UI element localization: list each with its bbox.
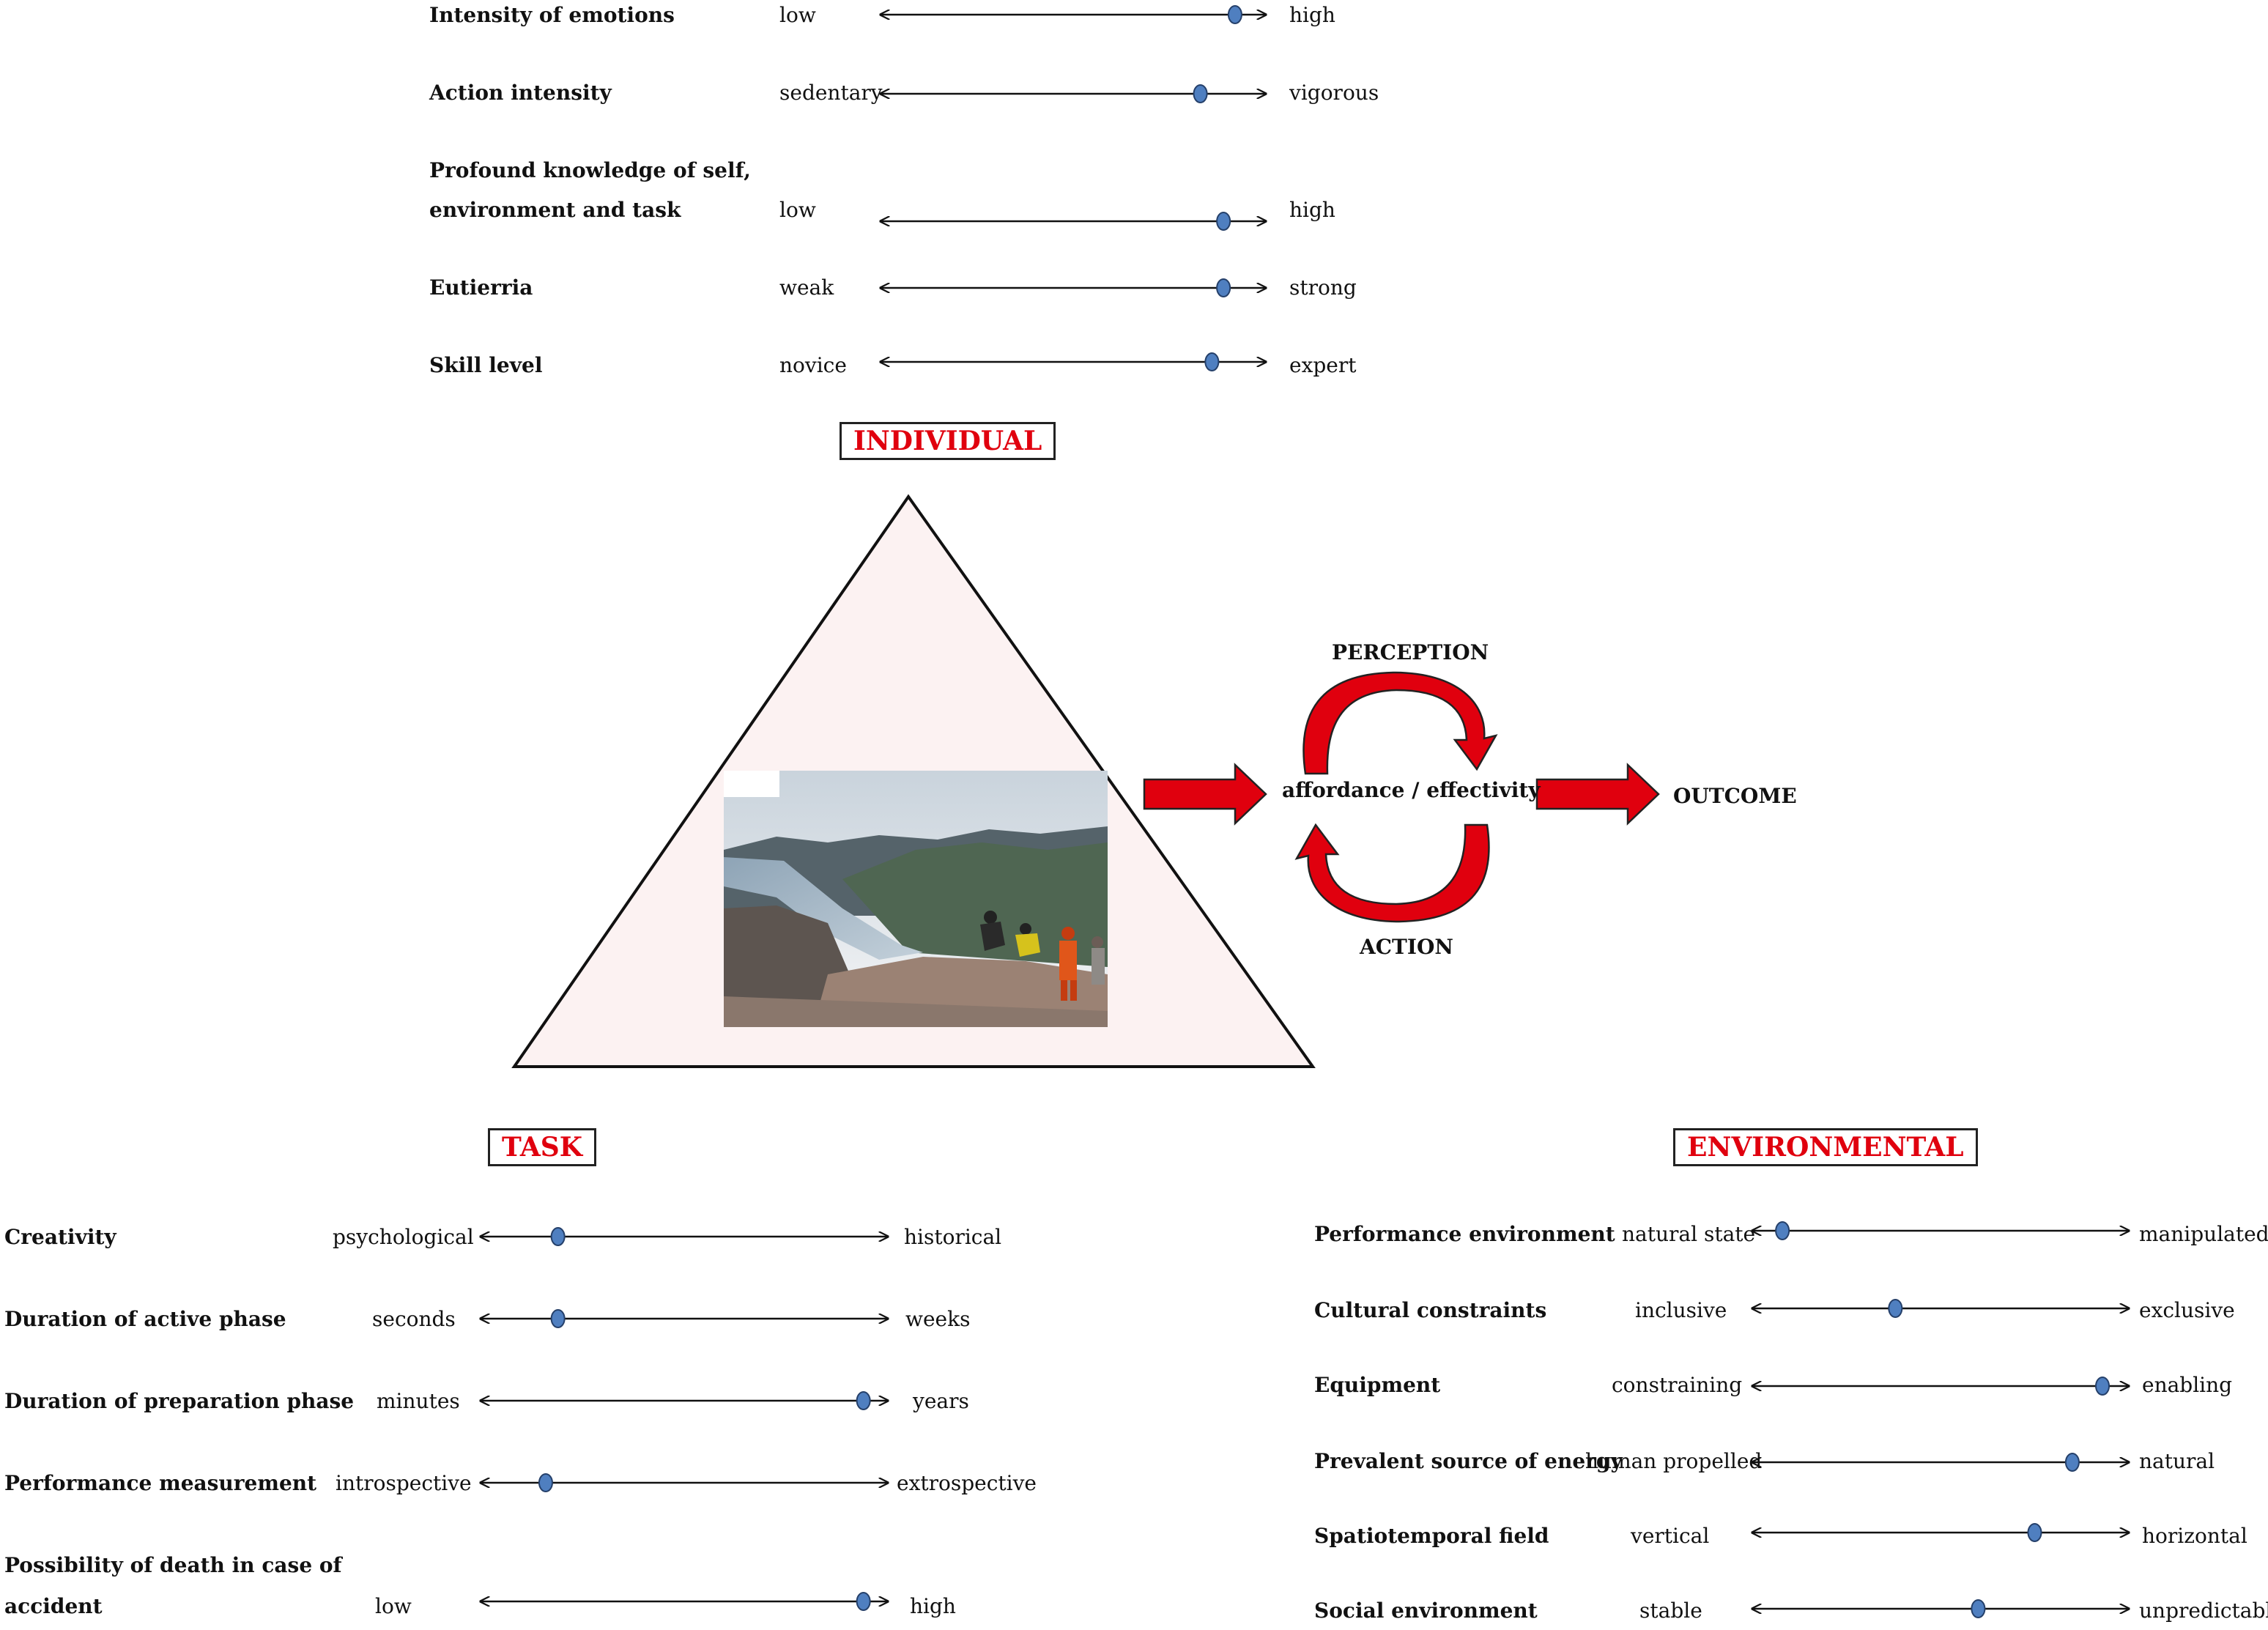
scale-high-end: strong	[1289, 275, 1357, 300]
scale-label-eutierria: Eutierria	[429, 275, 533, 300]
individual-scale-marker	[1193, 84, 1208, 103]
scale-high-end: years	[913, 1389, 969, 1413]
scale-label-social-environment: Social environment	[1314, 1598, 1538, 1623]
scale-label-equipment: Equipment	[1314, 1373, 1441, 1397]
triangle-to-cycle-arrow	[1143, 763, 1267, 826]
scale-low-end: minutes	[377, 1389, 460, 1413]
scale-label-performance-measurement: Performance measurement	[4, 1471, 317, 1495]
scale-high-end: exclusive	[2139, 1298, 2235, 1322]
perception-cycle-arrow	[1302, 671, 1498, 775]
scale-high-end: horizontal	[2142, 1524, 2247, 1548]
scale-label-prevalent-source-of-energy: Prevalent source of energy	[1314, 1449, 1623, 1473]
scale-low-end: novice	[779, 353, 847, 377]
scale-label-performance-environment: Performance environment	[1314, 1222, 1615, 1246]
scale-label-intensity-of-emotions: Intensity of emotions	[429, 3, 675, 27]
scale-high-end: extrospective	[897, 1471, 1037, 1495]
scale-low-end: human propelled	[1585, 1449, 1763, 1473]
outcome-label: OUTCOME	[1673, 784, 1797, 808]
environmental-scale-marker	[2027, 1523, 2042, 1542]
environmental-scale-marker	[1971, 1599, 1986, 1618]
scale-label-spatiotemporal-field: Spatiotemporal field	[1314, 1524, 1549, 1548]
task-scale-marker	[550, 1309, 566, 1328]
scale-low-end: psychological	[333, 1225, 474, 1249]
task-heading: TASK	[488, 1128, 597, 1166]
action-label: ACTION	[1360, 935, 1453, 959]
scale-low-end: low	[779, 3, 816, 27]
scale-low-end: low	[375, 1594, 412, 1618]
scale-low-end: weak	[779, 275, 834, 300]
scale-low-end: stable	[1639, 1598, 1702, 1623]
environmental-heading: ENVIRONMENTAL	[1673, 1128, 1978, 1166]
environmental-scale-marker	[1888, 1299, 1903, 1318]
action-cycle-arrow	[1294, 823, 1490, 923]
scale-low-end: seconds	[372, 1307, 456, 1331]
scale-label-duration-active-phase: Duration of active phase	[4, 1307, 286, 1331]
scale-label-duration-preparation-phase: Duration of preparation phase	[4, 1389, 355, 1413]
scale-low-end: low	[779, 198, 816, 222]
task-scale-marker	[538, 1473, 553, 1492]
task-scale-marker	[550, 1227, 566, 1246]
scale-label-possibility-of-death-line2: accident	[4, 1594, 103, 1618]
scale-high-end: vigorous	[1289, 81, 1379, 105]
scale-label-possibility-of-death: Possibility of death in case of	[4, 1553, 342, 1577]
individual-scale-marker	[1204, 352, 1220, 371]
environmental-scale-marker	[2095, 1377, 2110, 1396]
individual-scale-marker	[1216, 212, 1231, 231]
individual-heading: INDIVIDUAL	[840, 422, 1056, 460]
scale-label-creativity: Creativity	[4, 1225, 116, 1249]
individual-scale-marker	[1216, 278, 1231, 297]
scale-label-cultural-constraints: Cultural constraints	[1314, 1298, 1547, 1322]
base-jump-photo	[724, 771, 1108, 1027]
scale-high-end: historical	[904, 1225, 1002, 1249]
scale-high-end: enabling	[2142, 1373, 2233, 1397]
cycle-to-outcome-arrow	[1535, 763, 1660, 826]
task-scale-marker	[856, 1391, 871, 1410]
affordance-effectivity-label: affordance / effectivity	[1282, 778, 1541, 802]
scale-low-end: introspective	[336, 1471, 472, 1495]
individual-scale-marker	[1227, 5, 1242, 24]
scale-high-end: manipulated	[2139, 1222, 2268, 1246]
scale-high-end: high	[1289, 198, 1335, 222]
environmental-scale-marker	[1775, 1221, 1790, 1240]
scale-low-end: constraining	[1612, 1373, 1743, 1397]
scale-low-end: inclusive	[1635, 1298, 1727, 1322]
task-scale-marker	[856, 1592, 871, 1611]
scale-high-end: natural	[2139, 1449, 2215, 1473]
scale-high-end: expert	[1289, 353, 1357, 377]
scale-low-end: vertical	[1631, 1524, 1710, 1548]
scale-high-end: weeks	[905, 1307, 971, 1331]
scale-high-end: high	[1289, 3, 1335, 27]
scale-label-profound-knowledge-line2: environment and task	[429, 198, 681, 222]
environmental-scale-marker	[2064, 1453, 2080, 1472]
scale-high-end: high	[910, 1594, 956, 1618]
scale-label-profound-knowledge: Profound knowledge of self,	[429, 158, 751, 182]
scale-high-end: unpredictable	[2139, 1598, 2268, 1623]
scale-label-action-intensity: Action intensity	[429, 81, 612, 105]
scale-label-skill-level: Skill level	[429, 353, 543, 377]
perception-label: PERCEPTION	[1332, 640, 1489, 664]
scale-low-end: sedentary	[779, 81, 883, 105]
scale-low-end: natural state	[1622, 1222, 1756, 1246]
